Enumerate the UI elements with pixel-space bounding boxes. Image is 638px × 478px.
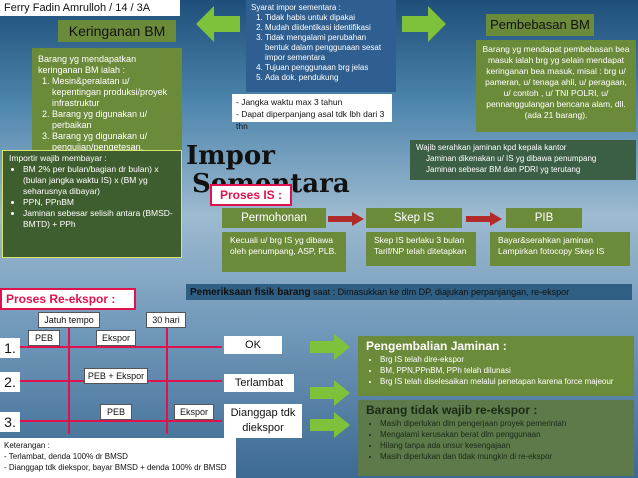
importir-intro: Importir wajib membayar : [9, 153, 107, 163]
list-item: PPN, PPnBM [23, 197, 175, 208]
wajib-intro: Wajib serahkan jaminan kpd kepala kantor [416, 143, 567, 152]
wajib-item: Jaminan sebesar BM dan PDRI yg terutang [426, 165, 581, 174]
pengembalian-box: Pengembalian Jaminan : Brg IS telah dire… [358, 336, 634, 396]
list-item: BM 2% per bulan/bagian dr bulan) x (bula… [23, 164, 175, 197]
list-item: Tujuan penggunaan brg jelas [265, 63, 391, 73]
tidak-wajib-list: Masih diperlukan dlm pengerjaan proyek p… [366, 418, 626, 462]
list-item: Mengalami kerusakan berat dlm penggunaan [380, 429, 626, 440]
row3-peb: PEB [100, 404, 132, 420]
step-pib: PIB [506, 208, 582, 228]
proses-is-label: Proses IS : [210, 184, 292, 206]
importir-list: BM 2% per bulan/bagian dr bulan) x (bula… [9, 164, 175, 230]
left-arrow-icon [196, 6, 240, 42]
row1-ekspor: Ekspor [96, 330, 136, 346]
list-item: Mudah diidentikasi identifikasi [265, 23, 391, 33]
result-ok: OK [224, 336, 282, 354]
row2-peb-ekspor: PEB + Ekspor [84, 368, 148, 384]
extra-line: - Jangka waktu max 3 tahun [236, 97, 343, 107]
arrow-right-icon [310, 334, 350, 365]
hari-label: 30 hari [146, 312, 186, 328]
importir-box: Importir wajib membayar : BM 2% per bula… [2, 150, 182, 258]
note-pib: Bayar&serahkan jaminan Lampirkan fotocop… [490, 232, 630, 266]
row3-ekspor: Ekspor [174, 404, 214, 420]
tidak-wajib-box: Barang tidak wajib re-ekspor : Masih dip… [358, 400, 634, 476]
syarat-extra: - Jangka waktu max 3 tahun - Dapat diper… [232, 94, 392, 131]
list-item: Masih diperlukan dan tidak mungkin di re… [380, 451, 626, 462]
result-dianggap: Dianggap tdk diekspor [224, 404, 302, 438]
list-item: Tidak habis untuk dipakai [265, 13, 391, 23]
arrow-right-icon [328, 212, 364, 231]
row1-line [14, 346, 222, 348]
pengembalian-list: Brg IS telah dire-ekspor BM, PPN,PPnBM, … [366, 354, 626, 387]
list-item: Jaminan sebesar selisih antara (BMSD-BMT… [23, 208, 175, 230]
pemeriksaan-bold: Pemeriksaan fisik barang [190, 287, 311, 298]
list-item: Hilang tanpa ada unsur kesengajaan [380, 440, 626, 451]
list-item: BM, PPN,PPnBM, PPh telah dilunasi [380, 365, 626, 376]
keringanan-intro: Barang yg mendapatkan keringanan BM iala… [38, 54, 137, 75]
keringanan-box: Barang yg mendapatkan keringanan BM iala… [32, 48, 182, 158]
title-line1: Impor [186, 141, 275, 171]
list-item: Barang yg digunakan u/ pengujian/pengete… [52, 131, 176, 153]
tidak-wajib-title: Barang tidak wajib re-ekspor : [366, 403, 538, 417]
list-item: Tidak mengalami perubahan bentuk dalam p… [265, 33, 391, 63]
wajib-box: Wajib serahkan jaminan kpd kepala kantor… [410, 140, 636, 180]
arrow-right-icon [466, 212, 502, 231]
row1-peb: PEB [28, 330, 60, 346]
syarat-intro: Syarat impor sementara : [251, 3, 341, 12]
arrow-right-icon [310, 412, 350, 443]
list-item: Masih diperlukan dlm pengerjaan proyek p… [380, 418, 626, 429]
right-arrow-icon [402, 6, 446, 42]
note-permohonan: Kecuali u/ brg IS yg dibawa oleh penumpa… [222, 232, 346, 272]
note-skep: Skep IS berlaku 3 bulan Tarif/NP telah d… [366, 232, 476, 266]
pembebasan-title: Pembebasan BM [486, 14, 594, 36]
keterangan-box: Keterangan : - Terlambat, denda 100% dr … [0, 438, 236, 478]
pemeriksaan-strip: Pemeriksaan fisik barang saat : Dimasukk… [186, 284, 632, 300]
row-number: 3. [0, 412, 20, 432]
syarat-box: Syarat impor sementara : Tidak habis unt… [246, 0, 396, 92]
wajib-item: Jaminan dikenakan u/ IS yg dibawa penump… [426, 154, 597, 163]
keterangan-line: - Dianggap tdk diekspor, bayar BMSD + de… [4, 463, 227, 472]
step-permohonan: Permohonan [222, 208, 326, 228]
proses-reekspor-label: Proses Re-ekspor : [0, 288, 136, 310]
row3-line [14, 420, 222, 422]
syarat-list: Tidak habis untuk dipakai Mudah diidenti… [251, 13, 391, 83]
row-number: 2. [0, 372, 20, 392]
list-item: Barang yg digunakan u/ perbaikan [52, 109, 176, 131]
arrow-right-icon [310, 380, 350, 411]
list-item: Brg IS telah dire-ekspor [380, 354, 626, 365]
result-terlambat: Terlambat [224, 374, 294, 392]
keringanan-title: Keringanan BM [58, 20, 176, 42]
author-label: Ferry Fadin Amrulloh / 14 / 3A [0, 0, 180, 16]
row-number: 1. [0, 338, 20, 358]
keterangan-line: Keterangan : [4, 441, 50, 450]
step-skep-is: Skep IS [366, 208, 462, 228]
pembebasan-box: Barang yg mendapat pembebasan bea masuk … [476, 40, 636, 132]
jatuh-tempo-label: Jatuh tempo [38, 312, 100, 328]
list-item: Ada dok. pendukung [265, 73, 391, 83]
keringanan-list: Mesin&peralatan u/ kepentingan produksi/… [38, 76, 176, 153]
keterangan-line: - Terlambat, denda 100% dr BMSD [4, 452, 128, 461]
list-item: Brg IS telah diselesaikan melalui peneta… [380, 376, 626, 387]
pengembalian-title: Pengembalian Jaminan : [366, 339, 507, 353]
list-item: Mesin&peralatan u/ kepentingan produksi/… [52, 76, 176, 109]
pemeriksaan-rest: saat : Dimasukkan ke dlm DP, diajukan pe… [310, 287, 570, 297]
extra-line: - Dapat diperpanjang asal tdk lbh dari 3… [236, 109, 385, 131]
